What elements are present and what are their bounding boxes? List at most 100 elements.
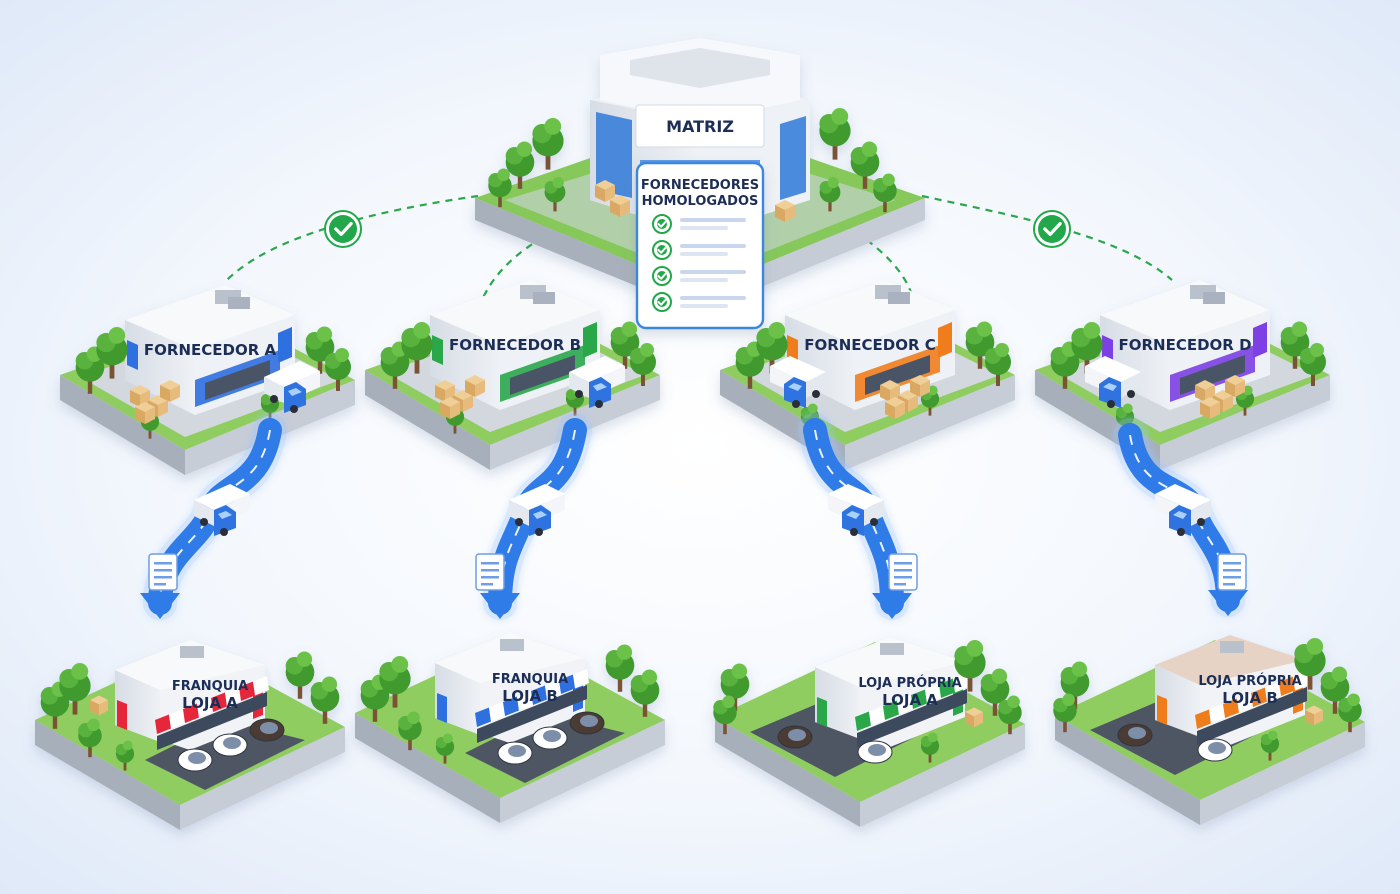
supplier-trees	[1050, 321, 1326, 434]
cargo-box-icon	[1195, 380, 1215, 402]
delivery-truck-icon	[509, 484, 565, 536]
cargo-box-icon	[910, 375, 930, 397]
store-label-line1: LOJA PRÓPRIA	[858, 675, 961, 691]
roof-unit	[1203, 292, 1225, 304]
supplier-label: FORNECEDOR A	[144, 341, 277, 359]
delivery-truck-icon	[1155, 484, 1211, 536]
store-label-line2: LOJA B	[1222, 689, 1278, 707]
store-label-line1: FRANQUIA	[172, 679, 248, 694]
route-4	[1113, 418, 1248, 617]
document-icon	[148, 553, 178, 591]
supplier-d: FORNECEDOR D	[1035, 280, 1330, 470]
car-icon	[777, 725, 813, 749]
supplier-label: FORNECEDOR B	[449, 336, 581, 354]
car-icon	[1197, 738, 1233, 762]
store-label-line2: LOJA A	[182, 694, 238, 712]
cargo-box-icon	[1305, 705, 1323, 726]
store-trees	[40, 651, 340, 771]
delivery-truck-icon	[828, 484, 884, 536]
tree-icon	[965, 321, 995, 369]
tree-icon	[610, 321, 640, 369]
list-line	[680, 218, 746, 222]
tree-icon	[488, 168, 512, 208]
car-icon	[569, 711, 605, 735]
tree-icon	[980, 668, 1010, 716]
tree-icon	[401, 322, 433, 374]
roof-unit	[1220, 641, 1244, 653]
arrow-down-icon	[872, 593, 912, 619]
document-icon	[888, 553, 918, 591]
tree-icon	[850, 141, 880, 189]
tree-icon	[305, 326, 335, 374]
tree-icon	[96, 327, 128, 379]
list-line	[680, 244, 746, 248]
tree-icon	[1260, 730, 1280, 761]
store-label-line1: FRANQUIA	[492, 672, 568, 687]
tree-icon	[713, 695, 737, 735]
cargo-box-icon	[880, 380, 900, 402]
arrow-down-icon	[1208, 590, 1248, 616]
list-line	[680, 304, 728, 308]
supplier-label: FORNECEDOR D	[1118, 336, 1251, 354]
tree-icon	[1053, 693, 1077, 733]
supplier-c: FORNECEDOR C	[720, 280, 1015, 470]
tree-icon	[310, 676, 340, 724]
tree-icon	[435, 733, 455, 764]
route-2	[475, 413, 592, 620]
car-icon	[1117, 723, 1153, 747]
store-label-line2: LOJA A	[882, 691, 938, 709]
tree-icon	[544, 177, 566, 212]
tree-icon	[735, 341, 765, 389]
arrow-down-icon	[480, 593, 520, 619]
cargo-box-icon	[465, 375, 485, 397]
document-icon	[475, 553, 505, 591]
tree-icon	[532, 118, 564, 170]
car-icon	[532, 726, 568, 750]
tree-icon	[630, 343, 656, 386]
store-label-line2: LOJA B	[502, 687, 558, 705]
cargo-box-icon	[160, 380, 180, 402]
approved-card-title-line1: FORNECEDORES	[641, 178, 759, 193]
delivery-truck-icon	[770, 356, 826, 408]
roof-unit	[533, 292, 555, 304]
cargo-box-icon	[610, 195, 630, 217]
hq-label: MATRIZ	[666, 117, 734, 136]
tree-icon	[75, 346, 105, 394]
list-line	[680, 270, 746, 274]
tree-icon	[873, 173, 897, 213]
list-check-icon	[652, 266, 672, 286]
list-line	[680, 296, 746, 300]
parked-cars	[177, 718, 285, 772]
tree-icon	[1300, 343, 1326, 386]
list-check-icon	[652, 240, 672, 260]
delivery-truck-icon	[1085, 356, 1141, 408]
parked-cars	[1117, 723, 1233, 762]
car-icon	[212, 733, 248, 757]
document-icon	[1217, 553, 1247, 591]
tree-icon	[954, 640, 986, 692]
approved-suppliers-card: FORNECEDORES HOMOLOGADOS	[635, 161, 765, 330]
link-hq-supplier-d	[921, 194, 1173, 281]
cargo-box-icon	[90, 695, 108, 716]
delivery-truck-icon	[264, 361, 320, 413]
store-trees	[1053, 638, 1362, 761]
cargo-box-icon	[440, 397, 460, 419]
store-awning	[155, 676, 269, 734]
supplier-a: FORNECEDOR A	[60, 285, 355, 475]
tree-icon	[1050, 341, 1080, 389]
hq-trees	[488, 108, 897, 222]
parked-cars	[497, 711, 605, 765]
car-icon	[857, 740, 893, 764]
cargo-box-icon	[130, 385, 150, 407]
delivery-truck-icon	[569, 356, 625, 408]
roof-unit	[180, 646, 204, 658]
route-3	[798, 413, 918, 620]
cargo-box-icon	[775, 200, 795, 222]
route-1	[140, 413, 287, 620]
supplier-b: FORNECEDOR B	[365, 280, 660, 470]
store-label-line1: LOJA PRÓPRIA	[1198, 673, 1301, 689]
car-icon	[497, 741, 533, 765]
